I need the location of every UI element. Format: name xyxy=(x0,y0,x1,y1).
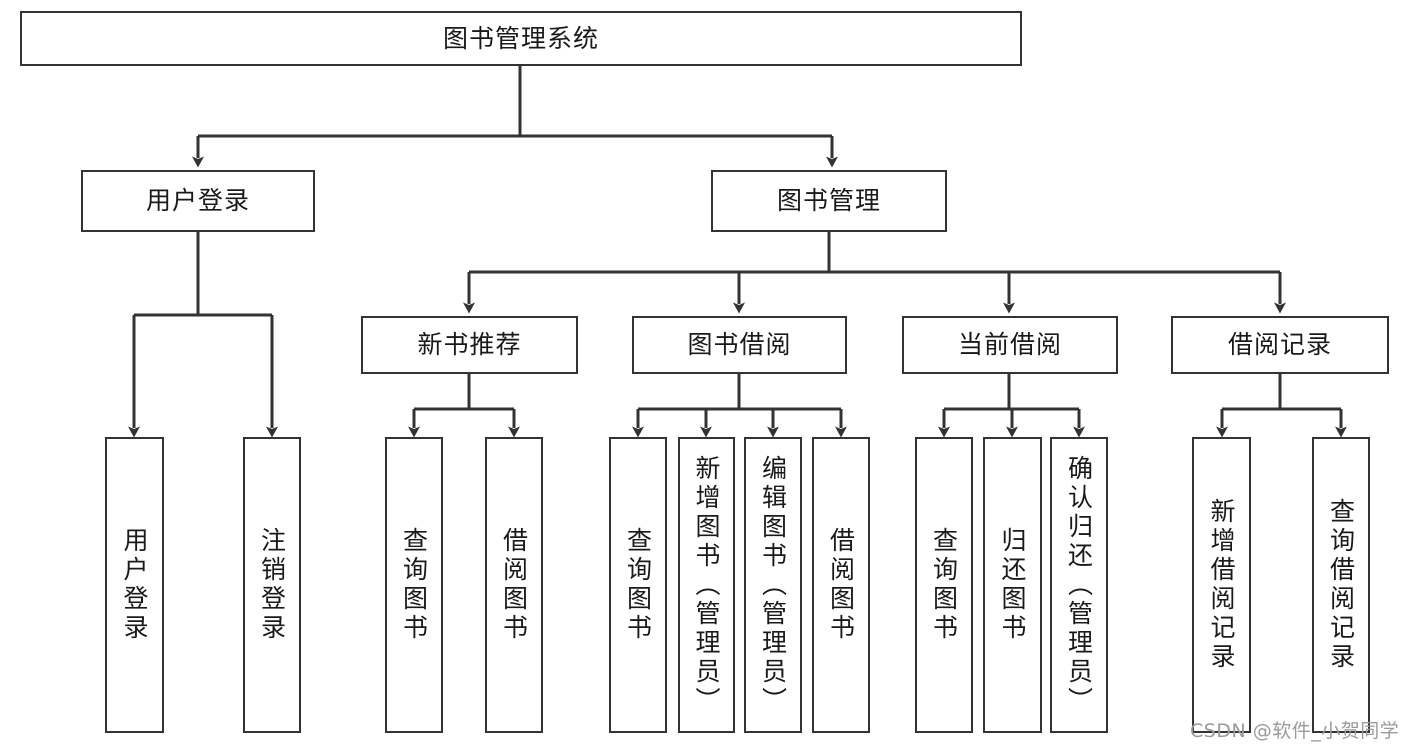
node-borrow-record-label: 借阅记录 xyxy=(1227,330,1332,359)
node-leaf-borrow-add-book-label: 新增图书（管理员） xyxy=(692,454,721,716)
node-book-management[interactable]: 图书管理 xyxy=(711,170,947,232)
node-current-borrow[interactable]: 当前借阅 xyxy=(902,316,1118,374)
node-leaf-borrow-edit-book[interactable]: 编辑图书（管理员） xyxy=(744,437,802,733)
node-user-login-label: 用户登录 xyxy=(145,186,250,215)
node-root-label: 图书管理系统 xyxy=(442,23,599,53)
node-leaf-logout[interactable]: 注销登录 xyxy=(243,437,301,733)
node-leaf-logout-label: 注销登录 xyxy=(257,527,287,643)
node-leaf-record-add[interactable]: 新增借阅记录 xyxy=(1192,437,1251,733)
node-leaf-record-add-label: 新增借阅记录 xyxy=(1207,498,1236,672)
node-borrow-record[interactable]: 借阅记录 xyxy=(1171,316,1389,374)
node-leaf-newbook-borrow-book[interactable]: 借阅图书 xyxy=(485,437,543,733)
node-leaf-borrow-borrow-book-label: 借阅图书 xyxy=(826,527,856,643)
node-leaf-borrow-query-book[interactable]: 查询图书 xyxy=(609,437,667,733)
node-leaf-borrow-query-book-label: 查询图书 xyxy=(623,527,653,643)
node-leaf-borrow-add-book[interactable]: 新增图书（管理员） xyxy=(678,437,735,733)
node-leaf-current-query-book-label: 查询图书 xyxy=(929,527,959,643)
node-leaf-current-return-book[interactable]: 归还图书 xyxy=(983,437,1042,733)
node-leaf-record-query-label: 查询借阅记录 xyxy=(1326,498,1356,672)
node-current-borrow-label: 当前借阅 xyxy=(957,330,1062,359)
node-leaf-user-login-label: 用户登录 xyxy=(120,527,149,643)
node-root[interactable]: 图书管理系统 xyxy=(20,11,1022,66)
node-book-borrow-label: 图书借阅 xyxy=(687,330,792,359)
csdn-watermark: CSDN @软件_小贺同学 xyxy=(1190,720,1400,742)
node-book-management-label: 图书管理 xyxy=(776,186,881,215)
node-leaf-newbook-query-book[interactable]: 查询图书 xyxy=(385,437,443,733)
node-leaf-current-query-book[interactable]: 查询图书 xyxy=(915,437,973,733)
node-leaf-current-confirm-return[interactable]: 确认归还（管理员） xyxy=(1050,437,1108,733)
node-leaf-borrow-edit-book-label: 编辑图书（管理员） xyxy=(758,454,788,716)
node-leaf-current-return-book-label: 归还图书 xyxy=(998,527,1027,643)
node-book-borrow[interactable]: 图书借阅 xyxy=(632,316,847,374)
node-leaf-user-login[interactable]: 用户登录 xyxy=(105,437,164,733)
node-leaf-borrow-borrow-book[interactable]: 借阅图书 xyxy=(812,437,870,733)
node-leaf-record-query[interactable]: 查询借阅记录 xyxy=(1312,437,1370,733)
node-new-book-recommend-label: 新书推荐 xyxy=(417,330,522,359)
node-leaf-current-confirm-return-label: 确认归还（管理员） xyxy=(1064,454,1094,716)
node-new-book-recommend[interactable]: 新书推荐 xyxy=(361,316,578,374)
node-user-login[interactable]: 用户登录 xyxy=(81,170,315,232)
node-leaf-newbook-borrow-book-label: 借阅图书 xyxy=(499,527,529,643)
node-leaf-newbook-query-book-label: 查询图书 xyxy=(399,527,429,643)
